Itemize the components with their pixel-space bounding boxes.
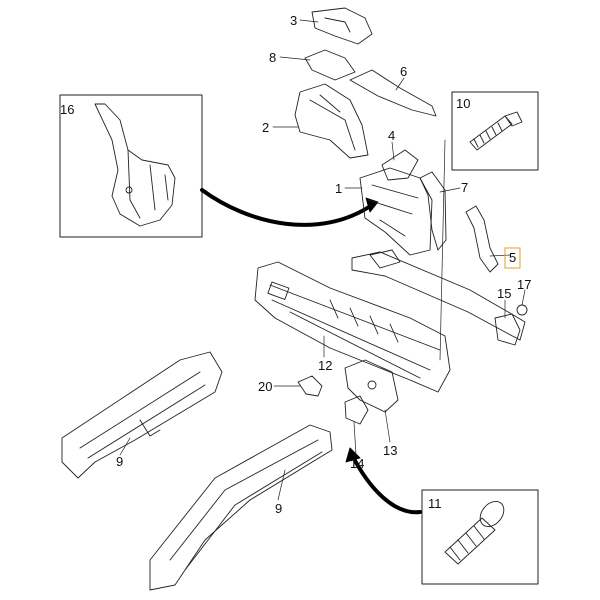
callout-2: 2	[262, 120, 270, 135]
bumper-beam	[351, 251, 526, 341]
part-14	[344, 395, 369, 425]
callout-8: 8	[269, 50, 277, 65]
part-2	[294, 83, 369, 159]
inset-11-box	[421, 489, 539, 585]
part-12	[254, 261, 451, 393]
inset-label-16: 16	[60, 102, 75, 117]
callout-15: 15	[497, 286, 512, 301]
part-8	[304, 49, 356, 81]
part-9-upper	[61, 351, 223, 479]
inset-11-arrow	[350, 453, 422, 515]
callout-6: 6	[400, 64, 408, 79]
callout-20: 20	[258, 379, 273, 394]
part-9-lower	[149, 424, 333, 591]
inset-10-box	[451, 91, 539, 171]
part-7	[419, 171, 447, 251]
part-17	[516, 304, 528, 316]
callout-14: 14	[350, 456, 365, 471]
callout-9-lower: 9	[275, 501, 283, 516]
part-5	[465, 205, 499, 273]
part-13	[344, 359, 399, 413]
callout-13: 13	[383, 443, 398, 458]
bolt-11-icon	[444, 517, 496, 565]
callout-5: 5	[509, 250, 517, 265]
part-6	[349, 69, 437, 117]
callout-4: 4	[388, 128, 396, 143]
callout-9-upper: 9	[116, 454, 124, 469]
callout-1: 1	[335, 181, 343, 196]
part-1	[359, 167, 433, 256]
inset-16-box	[59, 94, 203, 238]
inset-label-10: 10	[456, 96, 471, 111]
part-15	[494, 313, 521, 346]
callout-5-highlight	[504, 247, 521, 269]
part-20	[297, 375, 323, 397]
callout-3: 3	[290, 13, 298, 28]
inset-16-panel	[94, 103, 176, 227]
callout-12: 12	[318, 358, 333, 373]
callout-17: 17	[517, 277, 532, 292]
bolt-10-icon	[469, 115, 513, 151]
inset-16-arrow	[200, 188, 374, 227]
callout-7: 7	[461, 180, 469, 195]
part-3	[311, 7, 373, 45]
part-4	[381, 149, 419, 181]
inset-label-11: 11	[428, 496, 442, 511]
